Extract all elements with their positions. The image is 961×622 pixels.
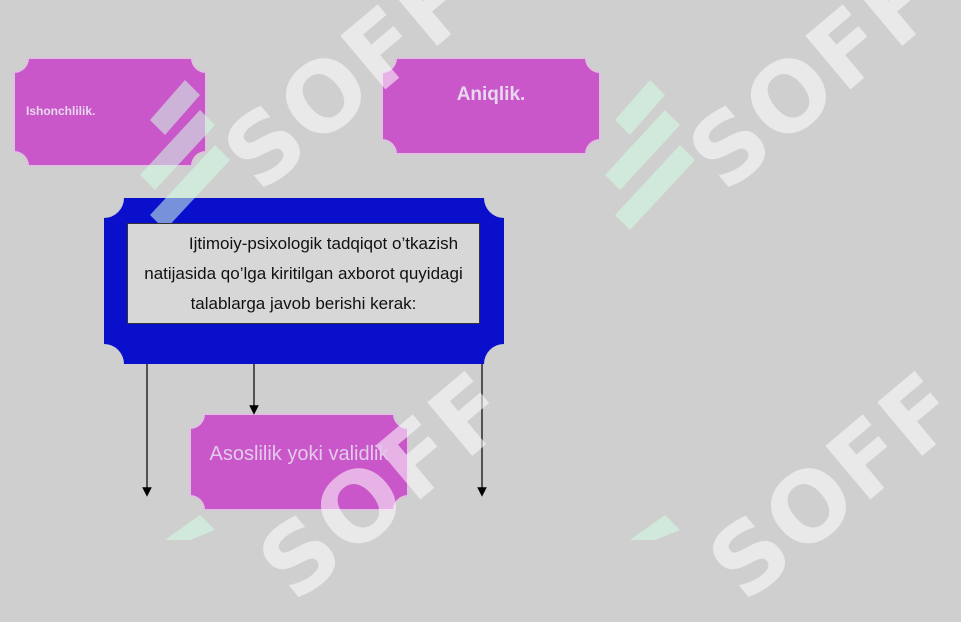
main-text-line-1: Ijtimoiy-psixologik tadqiqot o’tkazish <box>188 234 459 253</box>
validity-box-shape <box>189 413 409 511</box>
watermark-logo-mark <box>140 80 695 540</box>
main-text-line-3: talablarga javob berishi kerak: <box>190 294 417 313</box>
accuracy-label: Aniqlik. <box>456 84 526 105</box>
main-text-box: Ijtimoiy-psixologik tadqiqot o’tkazish n… <box>127 223 480 324</box>
accuracy-box-shape <box>381 57 601 155</box>
reliability-label: Ishonchlilik. <box>26 104 96 118</box>
validity-label: Asoslilik yoki validlik <box>209 442 389 465</box>
main-text-line-2: natijasida qo’lga kiritilgan axborot quy… <box>144 264 463 283</box>
reliability-box-shape <box>13 57 207 167</box>
